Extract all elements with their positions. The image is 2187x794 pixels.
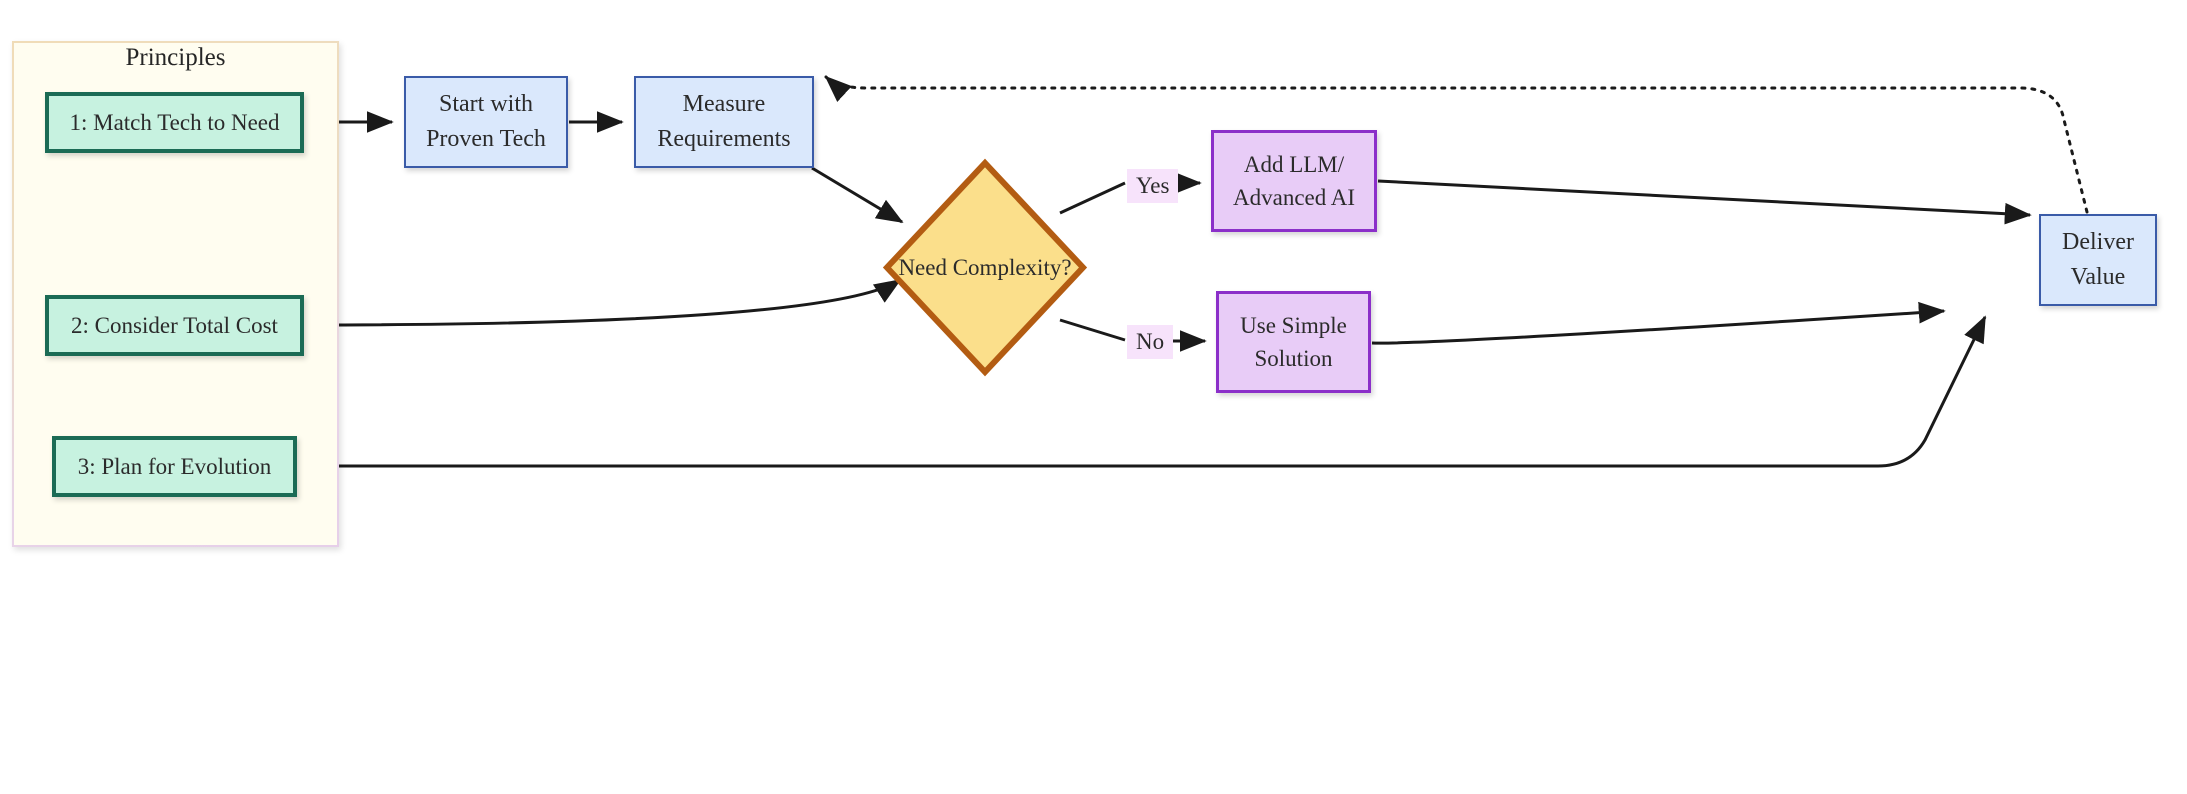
node-need-complexity-decision[interactable]: Need Complexity? bbox=[882, 158, 1088, 377]
edge-label-yes: Yes bbox=[1127, 169, 1179, 203]
node-simple-line2: Solution bbox=[1254, 346, 1333, 371]
principle-1-label: 1: Match Tech to Need bbox=[69, 109, 280, 135]
node-measure-requirements[interactable]: Measure Requirements bbox=[634, 76, 814, 168]
edge-label-no: No bbox=[1127, 325, 1174, 359]
node-decision-line2: Complexity? bbox=[952, 254, 1072, 280]
principles-subgraph-title: Principles bbox=[125, 44, 226, 71]
node-add-llm-advanced-ai[interactable]: Add LLM/ Advanced AI bbox=[1211, 130, 1377, 232]
principle-2-label: 2: Consider Total Cost bbox=[71, 312, 278, 338]
edge-advanced-to-deliver bbox=[1377, 179, 2032, 225]
node-use-simple-solution[interactable]: Use Simple Solution bbox=[1216, 291, 1371, 393]
diamond-shape bbox=[882, 158, 1088, 377]
node-deliver-line1: Deliver bbox=[2062, 229, 2134, 256]
principle-box-3[interactable]: 3: Plan for Evolution bbox=[52, 436, 297, 497]
node-simple-line1: Use Simple bbox=[1240, 312, 1347, 338]
principle-3-label: 3: Plan for Evolution bbox=[77, 453, 272, 479]
principle-box-1[interactable]: 1: Match Tech to Need bbox=[45, 92, 304, 153]
edge-principle2-to-decision bbox=[304, 278, 902, 327]
node-start-with-proven-tech[interactable]: Start with Proven Tech bbox=[404, 76, 568, 168]
edge-simple-to-deliver bbox=[1371, 301, 1946, 345]
node-advanced-line1: Add LLM/ bbox=[1243, 151, 1345, 177]
node-start-line2: Proven Tech bbox=[426, 126, 546, 152]
decision-label-wrap: Need Complexity? bbox=[882, 158, 1088, 377]
node-decision-line1: Need bbox=[898, 254, 947, 280]
node-measure-line2: Requirements bbox=[657, 126, 791, 152]
node-advanced-line2: Advanced AI bbox=[1233, 185, 1355, 210]
principle-box-2[interactable]: 2: Consider Total Cost bbox=[45, 295, 304, 356]
node-deliver-line2: Value bbox=[2070, 264, 2126, 290]
node-start-line1: Start with bbox=[438, 91, 533, 118]
node-deliver-value[interactable]: Deliver Value bbox=[2039, 214, 2157, 306]
node-measure-line1: Measure bbox=[682, 91, 766, 118]
